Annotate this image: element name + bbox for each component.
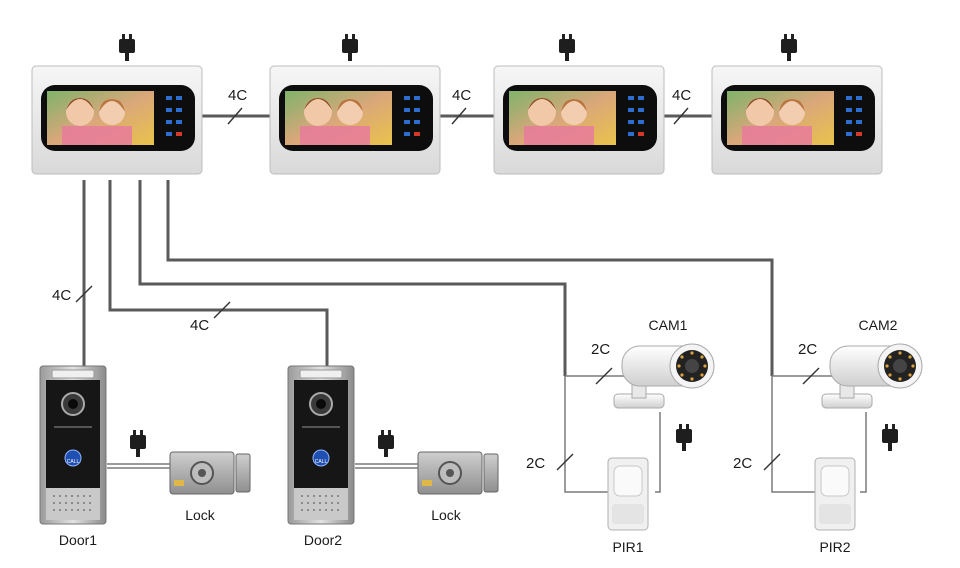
power-adapter-icon (119, 34, 135, 61)
wire-pir1-return (655, 412, 661, 493)
wire-cam2-trunk (166, 180, 774, 376)
cam2-label: CAM2 (859, 317, 898, 333)
power-adapter-icon (378, 430, 394, 457)
power-adapter-icon (882, 424, 898, 451)
tick-monitor-2 (451, 107, 467, 125)
camera-2 (821, 343, 923, 409)
wire-pir1-branch (564, 376, 608, 493)
tick-door2 (213, 301, 231, 319)
tick-pir2 (763, 453, 781, 471)
wire-label-pir1: 2C (526, 455, 545, 472)
monitor-2 (269, 65, 441, 175)
pir-sensor-1 (607, 457, 649, 531)
wire-label-monitor-1: 4C (228, 87, 247, 104)
wire-label-door2: 4C (190, 317, 209, 334)
wire-label-monitor-2: 4C (452, 87, 471, 104)
tick-cam1 (595, 367, 613, 385)
power-adapter-icon (676, 424, 692, 451)
wire-cam1-trunk (138, 180, 567, 376)
wire-pir2-return (860, 412, 867, 493)
call-button-label: CALL (315, 459, 328, 465)
lock-2 (417, 451, 499, 495)
monitor-3 (493, 65, 665, 175)
wire-door2 (108, 180, 329, 366)
power-adapter-icon (559, 34, 575, 61)
lock-1 (169, 451, 251, 495)
pir2-label: PIR2 (819, 539, 850, 555)
camera-1 (613, 343, 715, 409)
wire-label-cam1: 2C (591, 341, 610, 358)
tick-pir1 (556, 453, 574, 471)
wire-label-monitor-3: 4C (672, 87, 691, 104)
power-adapter-icon (781, 34, 797, 61)
door1-label: Door1 (59, 532, 97, 548)
wire-label-pir2: 2C (733, 455, 752, 472)
tick-monitor-1 (227, 107, 243, 125)
tick-cam2 (802, 367, 820, 385)
monitor-1 (31, 65, 203, 175)
door-station-2 (287, 365, 355, 525)
wire-label-door1: 4C (52, 287, 71, 304)
wire-ticks (75, 107, 820, 471)
pir1-label: PIR1 (612, 539, 643, 555)
pir-sensor-2 (814, 457, 856, 531)
wire-label-cam2: 2C (798, 341, 817, 358)
wire-network (82, 114, 867, 493)
lock1-label: Lock (185, 507, 216, 523)
cam1-label: CAM1 (649, 317, 688, 333)
lock2-label: Lock (431, 507, 462, 523)
tick-monitor-3 (673, 107, 689, 125)
wire-pir2-branch (771, 376, 815, 493)
power-adapter-icon (130, 430, 146, 457)
tick-door1 (75, 285, 93, 303)
door-station-1 (39, 365, 107, 525)
power-adapter-icon (342, 34, 358, 61)
call-button-label: CALL (67, 459, 80, 465)
monitor-4 (711, 65, 883, 175)
door2-label: Door2 (304, 532, 342, 548)
